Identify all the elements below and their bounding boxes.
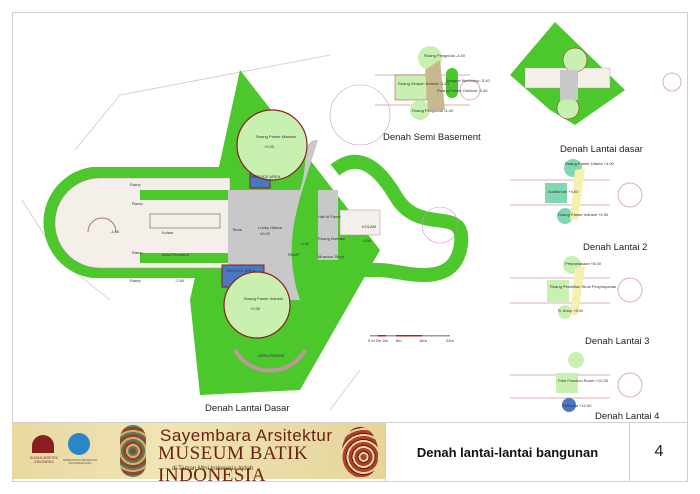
- scale-label-0: 0 m 2m 4m: [368, 338, 389, 343]
- label-level-050: -0.50: [362, 238, 372, 243]
- label-maestro: Ruang Pamer Maestro: [256, 134, 297, 139]
- iai-logo-text: IKATAN ARSITEK INDONESIA: [30, 456, 58, 464]
- lantai-3-plan[interactable]: Perpustakaan +8.00 Ruang Penelitian Stud…: [510, 256, 649, 347]
- iai-logo-icon: [32, 435, 54, 453]
- label-ramp-4: Ramp: [130, 278, 141, 283]
- label-teras: Teras: [232, 227, 242, 232]
- competition-banner: IKATAN ARSITEK INDONESIA KEMENTERIAN PEN…: [12, 423, 385, 486]
- kolam-east: [339, 209, 381, 236]
- main-floor-plan[interactable]: Ramp Ramp Ramp Ramp Kolam Area Penerima …: [43, 70, 469, 414]
- label-hall: Hall of Fame: [318, 214, 341, 219]
- banner-line-2: MUSEUM BATIK INDONESIA: [158, 443, 309, 486]
- label-l4-kafetaria: Kafetaria +12.00: [562, 403, 592, 408]
- title-block: IKATAN ARSITEK INDONESIA KEMENTERIAN PEN…: [12, 422, 688, 486]
- caption-lantai-dasar-small: Denah Lantai dasar: [560, 144, 643, 155]
- label-area-parkir: AREA PARKIR: [258, 353, 284, 358]
- label-sb-pengelola-2: Ruang Pengelola -3.40: [412, 108, 454, 113]
- lobby-floor: [228, 140, 318, 300]
- label-ramp-1: Ramp: [130, 182, 141, 187]
- label-kolam-east: KOLAM: [362, 224, 376, 229]
- sheet-frame: [12, 12, 688, 482]
- label-ramp-center: RAMP: [288, 252, 300, 257]
- label-industri: Ruang Pamer Industri: [244, 296, 283, 301]
- west-wing: [54, 177, 231, 269]
- label-service-north: SERVICE AREA: [251, 174, 281, 179]
- lantai-2-plan[interactable]: Ruang Pamer Utama +4.00 Auditorium +4.00…: [510, 159, 647, 253]
- label-l2-pamer-industri: Ruang Pamer Industri +4.00: [558, 212, 609, 217]
- kolam-pool: [149, 213, 221, 229]
- caption-lantai-4: Denah Lantai 4: [595, 411, 659, 422]
- batik-ornament-right: [342, 427, 378, 477]
- label-service-south: SERVICE AREA: [226, 268, 256, 273]
- label-shop: Museum Shop: [318, 254, 345, 259]
- garden-path: [330, 154, 469, 282]
- label-l2-pamer-utama: Ruang Pamer Utama +4.00: [565, 161, 615, 166]
- semi-basement-plan[interactable]: Ruang Pengelola -3.40 Ruang Simpan Kolek…: [375, 46, 491, 143]
- label-sb-simpan: Ruang Simpan Koleksi -3.40: [398, 81, 449, 86]
- lantai-dasar-small-plan[interactable]: Denah Lantai dasar: [510, 22, 682, 155]
- label-l3-arsip: R. Arsip +8.00: [558, 308, 584, 313]
- caption-semi-basement: Denah Semi Basement: [383, 132, 481, 143]
- label-area-penerima: Area Penerima: [162, 252, 189, 257]
- label-ramp-2: Ramp: [132, 201, 143, 206]
- caption-lantai-3: Denah Lantai 3: [585, 336, 649, 347]
- label-level-040: -0.40: [300, 241, 310, 246]
- label-industri-level: +0.00: [250, 306, 261, 311]
- sheet-title: Denah lantai-lantai bangunan: [385, 423, 629, 481]
- scale-bar: 0 m 2m 4m 8m 16m 24m: [368, 335, 454, 343]
- kemdikbud-logo-text: KEMENTERIAN PENDIDIKAN DAN KEBUDAYAAN: [62, 459, 98, 465]
- label-lobby: Lobby Utama: [258, 225, 283, 230]
- label-lobby-level: ±0.00: [260, 231, 271, 236]
- label-inserasi: Ruang Inserasi: [318, 236, 345, 241]
- scale-label-8: 8m: [396, 338, 402, 343]
- gallery-industri[interactable]: [223, 271, 291, 339]
- label-level-260: -2.60: [175, 278, 185, 283]
- sheet-number: 4: [629, 423, 688, 481]
- label-ramp-3: Ramp: [132, 250, 143, 255]
- label-sb-outdoor: Ruang Pamer Outdoor -3.40: [437, 88, 488, 93]
- scale-label-16: 16m: [419, 338, 427, 343]
- label-sb-workshop: Bengkel Workshop -3.40: [446, 78, 491, 83]
- caption-lantai-dasar: Denah Lantai Dasar: [205, 403, 290, 414]
- banner-line-3: di Taman Mini Indonesia Indah: [172, 466, 254, 472]
- label-l3-penelitian: Ruang Penelitian Studi Penyimpanan: [550, 284, 616, 289]
- caption-lantai-2: Denah Lantai 2: [583, 242, 647, 253]
- gallery-maestro[interactable]: [236, 109, 308, 181]
- label-maestro-level: +0.00: [264, 144, 275, 149]
- label-sb-pengelola-1: Ruang Pengelola -3.40: [424, 53, 466, 58]
- label-level-160: -1.60: [110, 229, 120, 234]
- lantai-4-plan[interactable]: Free Function Room +12.00 Kafetaria +12.…: [510, 352, 659, 422]
- label-l4-free-function: Free Function Room +12.00: [558, 378, 609, 383]
- batik-ornament-left: [120, 425, 146, 477]
- label-l2-auditorium: Auditorium +4.00: [548, 189, 579, 194]
- banner-line-1: Sayembara Arsitektur: [160, 426, 333, 445]
- drawing-area: Ramp Ramp Ramp Ramp Kolam Area Penerima …: [21, 22, 682, 422]
- label-l3-perpustakaan: Perpustakaan +8.00: [565, 261, 602, 266]
- kemdikbud-logo-icon: [68, 433, 90, 455]
- scale-label-24: 24m: [446, 338, 454, 343]
- label-kolam: Kolam: [162, 230, 174, 235]
